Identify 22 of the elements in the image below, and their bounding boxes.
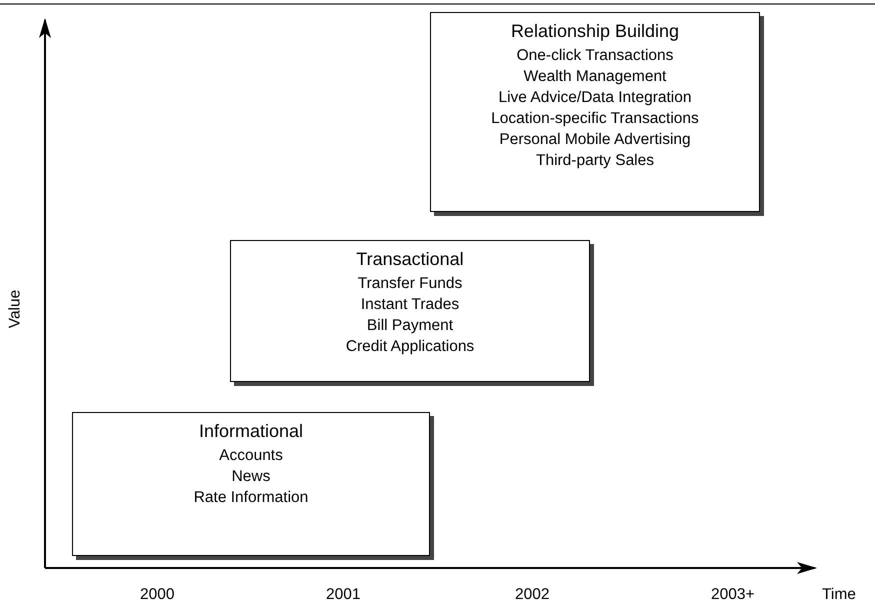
stage-heading: Informational bbox=[198, 421, 304, 442]
stage-heading: Relationship Building bbox=[510, 21, 680, 42]
stage-item: Transfer Funds bbox=[358, 274, 462, 294]
stage-item: Rate Information bbox=[194, 488, 308, 508]
stage-item: News bbox=[232, 467, 270, 487]
stage-item: Third-party Sales bbox=[536, 151, 654, 171]
stage-item: Accounts bbox=[219, 446, 283, 466]
stage-item: Credit Applications bbox=[346, 337, 474, 357]
stage-item: Location-specific Transactions bbox=[491, 109, 699, 129]
year-label: 2002 bbox=[515, 586, 550, 604]
stage-item: Personal Mobile Advertising bbox=[499, 130, 691, 150]
stage-item: One-click Transactions bbox=[516, 46, 674, 66]
year-label: 2000 bbox=[140, 586, 174, 604]
stage-item: Wealth Management bbox=[524, 67, 666, 87]
stage-item: Live Advice/Data Integration bbox=[498, 88, 692, 108]
stage-heading: Transactional bbox=[356, 249, 464, 270]
stage-item: Instant Trades bbox=[360, 295, 460, 315]
axis-title: Value bbox=[6, 290, 24, 328]
year-label: 2003+ bbox=[711, 586, 755, 604]
year-label: 2001 bbox=[326, 586, 360, 604]
axis-title: Time bbox=[822, 586, 856, 604]
stage-item: Bill Payment bbox=[366, 316, 454, 336]
